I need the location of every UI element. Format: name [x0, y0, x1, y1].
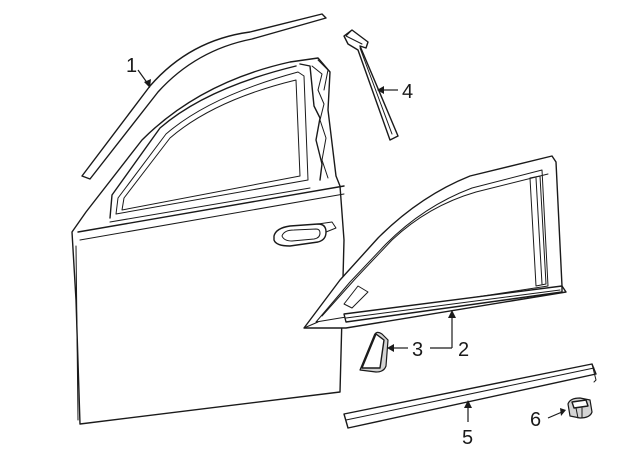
callout-2[interactable]: 2	[458, 339, 469, 361]
callout-1[interactable]: 1	[126, 55, 137, 77]
callout-4[interactable]: 4	[402, 81, 413, 103]
part-6-clip[interactable]	[567, 397, 593, 419]
part-3-sash-garnish[interactable]	[359, 331, 389, 373]
callout-leaders	[137, 69, 566, 422]
part-1-frame-molding[interactable]	[81, 13, 327, 180]
callout-5[interactable]: 5	[462, 427, 473, 449]
callout-6[interactable]: 6	[530, 409, 541, 431]
callout-labels: 1 4 2 3 5 6	[126, 55, 541, 449]
part-5-body-molding[interactable]	[343, 363, 597, 429]
part-2-window-frame[interactable]	[303, 155, 567, 329]
part-4-pillar-garnish[interactable]	[343, 29, 399, 141]
callout-3[interactable]: 3	[412, 339, 423, 361]
front-door-shell[interactable]	[71, 57, 345, 425]
